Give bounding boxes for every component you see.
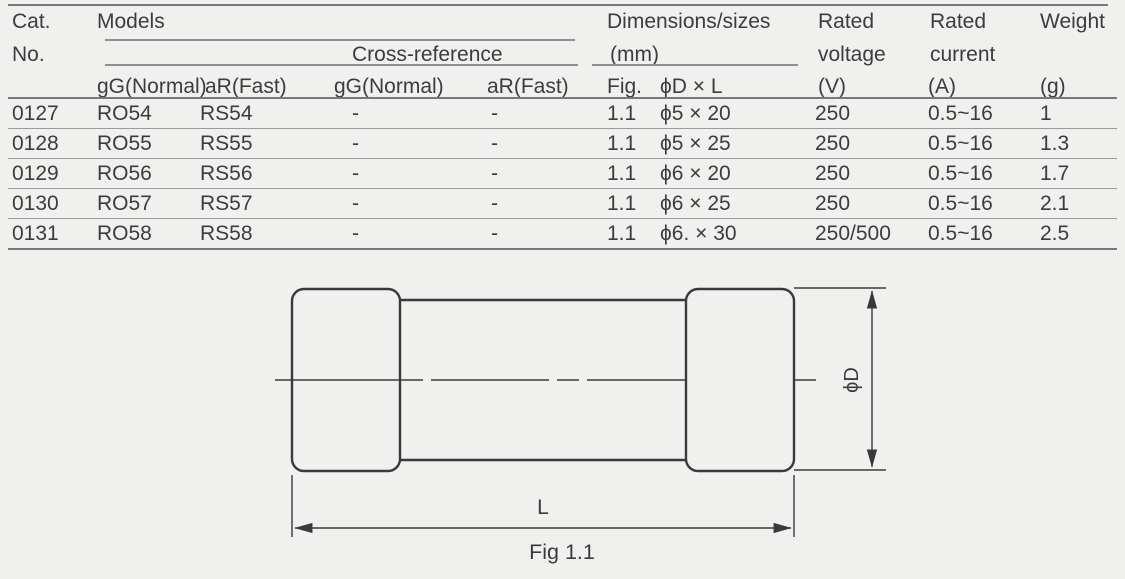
- cell-rated-current: 0.5~16: [928, 101, 993, 125]
- cell-cat-no: 0129: [12, 161, 59, 185]
- cell-cross-gg: -: [352, 161, 359, 185]
- header-cross-reference: Cross-reference: [352, 43, 503, 66]
- header-rated-voltage-1: Rated: [818, 10, 875, 33]
- cell-weight: 1.7: [1040, 161, 1070, 185]
- cell-cross-ar: -: [491, 131, 498, 155]
- cell-rated-voltage: 250: [815, 101, 851, 125]
- header-rated-current-1: Rated: [930, 10, 987, 33]
- cell-cross-ar: -: [491, 191, 498, 215]
- header-dimensions: Dimensions/sizes: [607, 10, 771, 33]
- cell-cross-gg: -: [352, 101, 359, 125]
- header-gg-normal-1: gG(Normal): [97, 75, 207, 98]
- cell-ar-fast: RS57: [200, 191, 253, 215]
- header-rated-current-2: current: [930, 43, 996, 66]
- cell-fig: 1.1: [607, 221, 637, 245]
- cell-cross-ar: -: [491, 161, 498, 185]
- cell-cross-ar: -: [491, 221, 498, 245]
- models-underline: [105, 39, 575, 41]
- header-gg-normal-2: gG(Normal): [334, 75, 444, 98]
- cell-cross-gg: -: [352, 131, 359, 155]
- figure-caption: Fig 1.1: [529, 540, 595, 564]
- table-top-rule: [8, 4, 1108, 6]
- header-cat: Cat.: [12, 10, 51, 33]
- cell-d-x-l: ϕ5 × 25: [660, 131, 731, 155]
- cell-d-x-l: ϕ6 × 25: [660, 191, 731, 215]
- cell-rated-voltage: 250: [815, 191, 851, 215]
- length-label: L: [537, 496, 549, 519]
- cell-gg-normal: RO58: [97, 221, 152, 245]
- cell-gg-normal: RO54: [97, 101, 152, 125]
- cell-weight: 2.5: [1040, 221, 1070, 245]
- cell-cross-gg: -: [352, 221, 359, 245]
- header-ar-fast-2: aR(Fast): [487, 75, 569, 98]
- cell-fig: 1.1: [607, 101, 637, 125]
- cell-weight: 2.1: [1040, 191, 1070, 215]
- header-models: Models: [97, 10, 165, 33]
- table-row: 0129 RO56 RS56 - - 1.1 ϕ6 × 20 250 0.5~1…: [8, 159, 1117, 189]
- diameter-label: ϕD: [841, 367, 863, 393]
- header-bottom-rule: [8, 97, 1117, 99]
- cell-gg-normal: RO57: [97, 191, 152, 215]
- header-weight-1: Weight: [1040, 10, 1105, 33]
- header-no: No.: [12, 43, 45, 66]
- header-ar-fast-1: aR(Fast): [205, 75, 287, 98]
- cell-ar-fast: RS56: [200, 161, 253, 185]
- cell-weight: 1: [1040, 101, 1052, 125]
- cell-d-x-l: ϕ5 × 20: [660, 101, 731, 125]
- header-weight-2: (g): [1040, 75, 1066, 98]
- cell-fig: 1.1: [607, 161, 637, 185]
- table-row: 0131 RO58 RS58 - - 1.1 ϕ6. × 30 250/500 …: [8, 219, 1117, 250]
- cell-rated-current: 0.5~16: [928, 191, 993, 215]
- cell-cat-no: 0127: [12, 101, 59, 125]
- header-rated-voltage-3: (V): [818, 75, 846, 98]
- cell-gg-normal: RO56: [97, 161, 152, 185]
- header-rated-current-3: (A): [928, 75, 956, 98]
- cell-fig: 1.1: [607, 131, 637, 155]
- cell-cat-no: 0128: [12, 131, 59, 155]
- cell-rated-voltage: 250/500: [815, 221, 891, 245]
- header-dimensions-mm: (mm): [610, 43, 659, 66]
- cross-reference-underline: [105, 64, 578, 66]
- cell-rated-voltage: 250: [815, 161, 851, 185]
- cell-d-x-l: ϕ6. × 30: [660, 221, 737, 245]
- cell-cross-gg: -: [352, 191, 359, 215]
- cell-ar-fast: RS58: [200, 221, 253, 245]
- header-fig: Fig.: [607, 75, 643, 98]
- cell-rated-current: 0.5~16: [928, 161, 993, 185]
- cell-gg-normal: RO55: [97, 131, 152, 155]
- cell-rated-voltage: 250: [815, 131, 851, 155]
- cell-rated-current: 0.5~16: [928, 131, 993, 155]
- cell-ar-fast: RS54: [200, 101, 253, 125]
- cell-ar-fast: RS55: [200, 131, 253, 155]
- cell-fig: 1.1: [607, 191, 637, 215]
- dimensions-underline: [592, 64, 798, 66]
- header-rated-voltage-2: voltage: [818, 43, 886, 66]
- cell-cat-no: 0131: [12, 221, 59, 245]
- table-row: 0130 RO57 RS57 - - 1.1 ϕ6 × 25 250 0.5~1…: [8, 189, 1117, 219]
- fuse-right-cap: [684, 287, 796, 473]
- cell-weight: 1.3: [1040, 131, 1070, 155]
- cell-rated-current: 0.5~16: [928, 221, 993, 245]
- table-row: 0128 RO55 RS55 - - 1.1 ϕ5 × 25 250 0.5~1…: [8, 129, 1117, 159]
- table-row: 0127 RO54 RS54 - - 1.1 ϕ5 × 20 250 0.5~1…: [8, 99, 1117, 129]
- cell-cross-ar: -: [491, 101, 498, 125]
- header-d-x-l: ϕD × L: [660, 75, 723, 98]
- cell-cat-no: 0130: [12, 191, 59, 215]
- cell-d-x-l: ϕ6 × 20: [660, 161, 731, 185]
